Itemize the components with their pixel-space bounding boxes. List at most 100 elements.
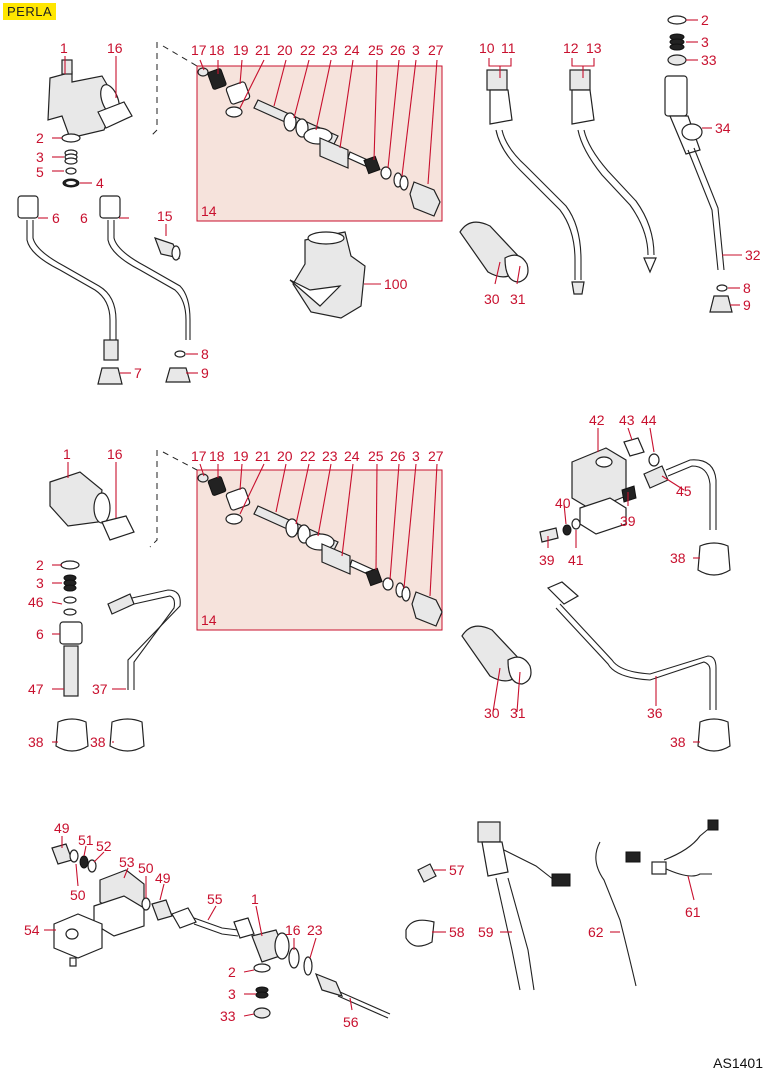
s2-box-label-3: 3	[412, 448, 420, 464]
label-33-right: 33	[701, 52, 717, 68]
label-8-right: 8	[743, 280, 751, 296]
solenoid-valve-42	[539, 447, 637, 543]
s2-label-2: 2	[36, 557, 44, 573]
s3-label-49a: 49	[54, 820, 70, 836]
spring-3b	[669, 33, 685, 51]
washer-2b	[667, 15, 687, 25]
box-label-26: 26	[390, 42, 406, 58]
s2-box-label-26: 26	[390, 448, 406, 464]
s2-box-label-27: 27	[428, 448, 444, 464]
s3-label-50b: 50	[138, 860, 154, 876]
s2-label-3: 3	[36, 575, 44, 591]
s3-label-57: 57	[449, 862, 465, 878]
tube-32-34	[664, 75, 725, 271]
s2-label-38b: 38	[90, 734, 106, 750]
box-label-14: 14	[201, 203, 217, 219]
s2-box-label-22: 22	[300, 448, 316, 464]
s3-label-53: 53	[119, 854, 135, 870]
s2-label-6: 6	[36, 626, 44, 642]
labels-section-2: 1 16 2 3 46 6 47 37 38 38 17 18 19 21 20…	[28, 412, 692, 750]
cable-61	[651, 819, 719, 877]
connector-54	[53, 913, 103, 967]
housing-100	[289, 231, 366, 319]
label-3-right: 3	[701, 34, 709, 50]
tube-45	[643, 459, 731, 576]
screw-57	[417, 863, 437, 883]
label-6b: 6	[80, 210, 88, 226]
label-10: 10	[479, 40, 495, 56]
ring-46a	[63, 596, 77, 604]
s2-label-38c: 38	[670, 734, 686, 750]
s2-label-41: 41	[568, 552, 584, 568]
tube-6a	[17, 195, 123, 385]
nozzle-9b	[709, 295, 733, 313]
fitting-49b	[151, 899, 173, 921]
spring-3-s3	[255, 986, 269, 999]
spring-3	[64, 149, 78, 165]
s3-label-50a: 50	[70, 887, 86, 903]
s2-label-40: 40	[555, 495, 571, 511]
label-2-right: 2	[701, 12, 709, 28]
label-2: 2	[36, 130, 44, 146]
box-label-3: 3	[412, 42, 420, 58]
model-title: PERLA	[3, 3, 57, 20]
wand-56	[314, 972, 391, 1019]
s2-label-39b: 39	[539, 552, 555, 568]
valve-assembly-14	[197, 67, 441, 217]
s3-label-16: 16	[285, 922, 301, 938]
labels-section-3: 49 51 52 53 50 49 50 54 55 1 16 23 2 3 3…	[24, 820, 701, 1030]
label-13: 13	[586, 40, 602, 56]
box-label-23: 23	[322, 42, 338, 58]
s2-box-label-20: 20	[277, 448, 293, 464]
s3-label-59: 59	[478, 924, 494, 940]
fitting-15	[153, 237, 181, 261]
fittings-49-52	[51, 843, 97, 873]
s2-label-38d: 38	[670, 550, 686, 566]
s2-box-label-19: 19	[233, 448, 249, 464]
label-16: 16	[107, 40, 123, 56]
label-12: 12	[563, 40, 579, 56]
s3-label-54: 54	[24, 922, 40, 938]
washer-2-s3	[253, 963, 271, 973]
label-11: 11	[501, 40, 516, 56]
s3-label-55: 55	[207, 891, 223, 907]
label-30: 30	[484, 291, 500, 307]
box-label-22: 22	[300, 42, 316, 58]
seal-33-s3	[253, 1007, 271, 1019]
s2-label-36: 36	[647, 705, 663, 721]
s3-label-52: 52	[96, 838, 112, 854]
s3-label-56: 56	[343, 1014, 359, 1030]
s2-label-37: 37	[92, 681, 108, 697]
box-label-20: 20	[277, 42, 293, 58]
label-32: 32	[745, 247, 761, 263]
s2-box-label-17: 17	[191, 448, 207, 464]
s2-box-label-25: 25	[368, 448, 384, 464]
spring-3-s2	[63, 574, 77, 592]
washer-2	[61, 133, 81, 143]
cap-58	[405, 919, 435, 947]
s2-label-16: 16	[107, 446, 123, 462]
label-7: 7	[134, 365, 142, 381]
label-15: 15	[157, 208, 173, 224]
s3-label-3: 3	[228, 986, 236, 1002]
s2-box-label-14: 14	[201, 612, 217, 628]
s2-label-38a: 38	[28, 734, 44, 750]
nut-16-s3	[288, 947, 300, 969]
s3-label-23: 23	[307, 922, 323, 938]
label-9: 9	[201, 365, 209, 381]
s2-label-39a: 39	[620, 513, 636, 529]
label-3: 3	[36, 149, 44, 165]
s2-label-30: 30	[484, 705, 500, 721]
s3-label-58: 58	[449, 924, 465, 940]
s2-label-44: 44	[641, 412, 657, 428]
s2-label-47: 47	[28, 681, 44, 697]
s2-box-label-24: 24	[344, 448, 360, 464]
s2-box-label-23: 23	[322, 448, 338, 464]
tube-12-13	[569, 69, 657, 274]
seal-33	[667, 54, 687, 66]
tube-55	[171, 907, 255, 939]
fitting-1	[47, 59, 133, 139]
ring-5	[65, 167, 77, 175]
s2-label-42: 42	[589, 412, 605, 428]
